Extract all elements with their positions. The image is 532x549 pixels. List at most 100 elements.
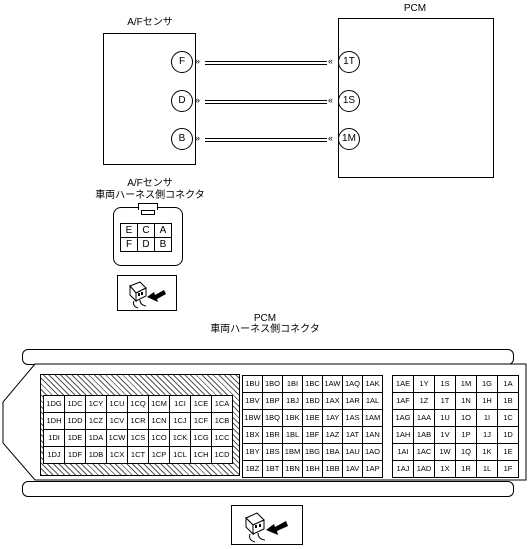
pcm-terminal: 1AS — [342, 409, 363, 427]
pcm-terminal: 1BR — [262, 426, 283, 444]
pcm-terminal: 1B — [497, 392, 519, 410]
pcm-title: PCM — [403, 3, 427, 14]
af-sensor-pin-d: D — [171, 90, 193, 112]
pcm-terminal: 1P — [455, 426, 477, 444]
pcm-terminal: 1BO — [262, 375, 283, 393]
pcm-pin-1m-chevron: « — [328, 133, 334, 143]
pcm-terminal: 1A — [497, 375, 519, 393]
pcm-connector-bottom-rail — [22, 481, 514, 497]
pcm-terminal: 1D — [497, 426, 519, 444]
pcm-terminal: 1CK — [169, 429, 191, 447]
af-pin-d-chevron: » — [195, 95, 201, 105]
pcm-terminal: 1AL — [362, 392, 383, 410]
pcm-terminal: 1BN — [282, 460, 303, 478]
pcm-terminal: 1CN — [148, 412, 170, 430]
pcm-terminal: 1O — [455, 409, 477, 427]
af-connector-label-1: A/Fセンサ — [127, 178, 173, 189]
pcm-terminal: 1CE — [190, 395, 212, 413]
pcm-terminal: 1X — [434, 460, 456, 478]
pcm-terminal: 1AG — [392, 409, 414, 427]
af-conn-cell: A — [154, 223, 172, 238]
pcm-terminal: 1CO — [148, 429, 170, 447]
pcm-terminal: 1BA — [322, 443, 343, 461]
pcm-terminal: 1BJ — [282, 392, 303, 410]
pcm-terminal: 1BQ — [262, 409, 283, 427]
pcm-terminal: 1AA — [413, 409, 435, 427]
pcm-terminal: 1BY — [242, 443, 263, 461]
pcm-terminal: 1CY — [85, 395, 107, 413]
pcm-terminal: 1CU — [106, 395, 128, 413]
pcm-terminal: 1DH — [43, 412, 65, 430]
af-sensor-pin-f: F — [171, 51, 193, 73]
pcm-terminal: 1AD — [413, 460, 435, 478]
pcm-terminal: 1CI — [169, 395, 191, 413]
pcm-terminal: 1BX — [242, 426, 263, 444]
pcm-terminal: 1BC — [302, 375, 323, 393]
pcm-terminal: 1BE — [302, 409, 323, 427]
pcm-terminal: 1G — [476, 375, 498, 393]
pcm-terminal: 1CL — [169, 446, 191, 464]
pcm-terminal: 1AR — [342, 392, 363, 410]
pcm-terminal: 1BU — [242, 375, 263, 393]
pcm-terminal: 1AT — [342, 426, 363, 444]
pcm-terminal: 1CG — [190, 429, 212, 447]
pcm-connector-label-2: 車両ハーネス側コネクタ — [210, 324, 320, 335]
pcm-terminal: 1AY — [322, 409, 343, 427]
pcm-terminal: 1BZ — [242, 460, 263, 478]
pcm-terminal: 1DD — [64, 412, 86, 430]
pcm-terminal: 1E — [497, 443, 519, 461]
pcm-terminal: 1I — [476, 409, 498, 427]
pcm-terminal: 1CW — [106, 429, 128, 447]
pcm-terminal: 1CF — [190, 412, 212, 430]
pcm-terminal: 1DF — [64, 446, 86, 464]
pcm-terminal: 1W — [434, 443, 456, 461]
pcm-terminal: 1CM — [148, 395, 170, 413]
pcm-terminal: 1BW — [242, 409, 263, 427]
pcm-terminal: 1BB — [322, 460, 343, 478]
pcm-terminal: 1CD — [211, 446, 233, 464]
pcm-terminal: 1CS — [127, 429, 149, 447]
pcm-terminal: 1BV — [242, 392, 263, 410]
pcm-terminal: 1DA — [85, 429, 107, 447]
af-connector-grid: E C A F D B — [120, 223, 172, 252]
pcm-terminal: 1N — [455, 392, 477, 410]
pcm-pin-1m: 1M — [338, 128, 360, 150]
pcm-terminal: 1CJ — [169, 412, 191, 430]
pcm-terminal: 1DE — [64, 429, 86, 447]
af-conn-cell: B — [154, 237, 172, 252]
pcm-connector-label-1: PCM — [253, 313, 277, 324]
pcm-terminal: 1AH — [392, 426, 414, 444]
pcm-terminal: 1CV — [106, 412, 128, 430]
pcm-terminal: 1H — [476, 392, 498, 410]
pcm-terminal: 1AB — [413, 426, 435, 444]
af-connector-latch — [138, 203, 158, 210]
pcm-terminal: 1F — [497, 460, 519, 478]
wire-1 — [205, 100, 327, 104]
pcm-pin-1t: 1T — [338, 51, 360, 73]
pcm-box — [338, 18, 494, 178]
pcm-terminal: 1AV — [342, 460, 363, 478]
pcm-terminal: 1BD — [302, 392, 323, 410]
pcm-terminal: 1BM — [282, 443, 303, 461]
pcm-terminal: 1AF — [392, 392, 414, 410]
af-conn-cell: D — [137, 237, 155, 252]
af-pin-b-chevron: » — [195, 133, 201, 143]
pcm-terminal: 1CT — [127, 446, 149, 464]
pcm-terminal: 1AI — [392, 443, 414, 461]
pcm-terminal: 1S — [434, 375, 456, 393]
af-connector-latch-inner — [141, 210, 155, 215]
pcm-terminal: 1Z — [413, 392, 435, 410]
pcm-terminal: 1J — [476, 426, 498, 444]
pcm-pin-1s-chevron: « — [328, 95, 334, 105]
pcm-terminal: 1T — [434, 392, 456, 410]
pcm-terminal: 1DI — [43, 429, 65, 447]
af-connector-label-2: 車両ハーネス側コネクタ — [95, 190, 205, 201]
pcm-terminal: 1L — [476, 460, 498, 478]
pcm-terminal: 1BF — [302, 426, 323, 444]
pcm-terminal: 1AU — [342, 443, 363, 461]
